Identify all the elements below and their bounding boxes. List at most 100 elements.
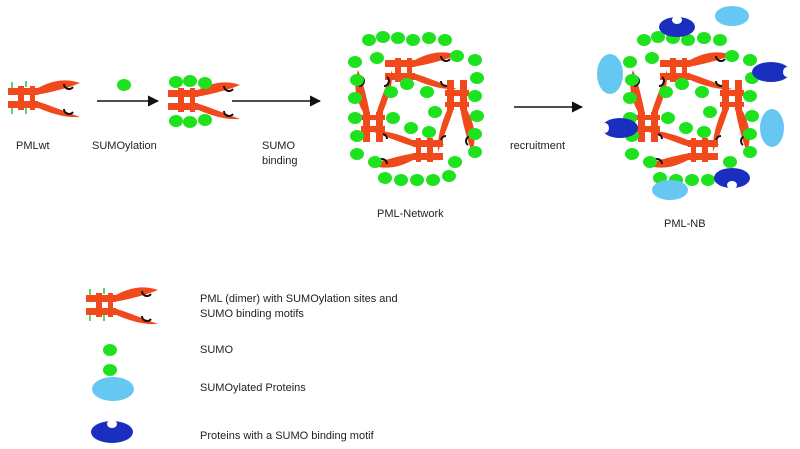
bound-sumo-icon bbox=[651, 31, 665, 43]
bound-sumo-icon bbox=[394, 174, 408, 186]
sumo-binding-motif bbox=[223, 110, 234, 117]
bound-sumo-icon bbox=[450, 50, 464, 62]
step-label-sumo-binding: SUMO binding bbox=[262, 140, 298, 167]
pml-dimer-icon bbox=[86, 287, 158, 325]
sumo-binding-motif bbox=[383, 76, 390, 87]
sumoylated-protein-icon bbox=[597, 54, 623, 94]
pml-dimer-icon bbox=[630, 70, 668, 142]
bound-sumo-icon bbox=[422, 126, 436, 138]
bound-sumo-icon bbox=[426, 174, 440, 186]
sumo-binding-motif bbox=[715, 55, 726, 62]
attached-sumo-icon bbox=[169, 76, 183, 88]
bound-sumo-icon bbox=[625, 74, 639, 86]
sbm-protein-body bbox=[659, 17, 695, 37]
sumo-binding-motif bbox=[223, 85, 234, 92]
bound-sumo-icon bbox=[743, 128, 757, 140]
bound-sumo-icon bbox=[422, 32, 436, 44]
step-label-pml-wt: PMLwt bbox=[16, 140, 50, 152]
sumoylated-pml-dimer-icon bbox=[168, 75, 240, 128]
attached-sumo-icon bbox=[169, 115, 183, 127]
pml-linker bbox=[445, 102, 469, 107]
bound-sumo-icon bbox=[368, 156, 382, 168]
bound-sumo-icon bbox=[468, 54, 482, 66]
sbm-protein-body bbox=[714, 168, 750, 188]
sbm-pocket bbox=[601, 123, 609, 133]
bound-sumo-icon bbox=[697, 32, 711, 44]
pml-linker bbox=[720, 90, 744, 96]
sbm-protein-body bbox=[91, 421, 133, 443]
pml-dimer-icon bbox=[712, 80, 750, 152]
bound-sumo-icon bbox=[659, 86, 673, 98]
pml-linker bbox=[682, 58, 687, 82]
bound-sumo-icon bbox=[697, 126, 711, 138]
pml-dimer-icon bbox=[660, 52, 732, 90]
pml-network-icon bbox=[348, 31, 484, 186]
bound-sumo-icon bbox=[400, 78, 414, 90]
free-sumo-icon bbox=[117, 79, 131, 91]
pml-linker bbox=[407, 58, 412, 82]
pml-tail bbox=[413, 52, 457, 67]
bound-sumo-icon bbox=[637, 34, 651, 46]
bound-sumo-icon bbox=[348, 56, 362, 68]
legend-label-pml-dimer: PML (dimer) with SUMOylation sites and S… bbox=[200, 293, 398, 320]
sumo-binding-motif bbox=[141, 290, 152, 297]
bound-sumo-icon bbox=[376, 31, 390, 43]
bound-sumo-icon bbox=[404, 122, 418, 134]
bound-sumo-icon bbox=[350, 148, 364, 160]
pml-linker bbox=[416, 138, 421, 162]
bound-sumo-icon bbox=[685, 174, 699, 186]
attached-sumo-icon bbox=[198, 77, 212, 89]
bound-sumo-icon bbox=[643, 156, 657, 168]
bound-sumo-icon bbox=[348, 92, 362, 104]
arrow-right-icons bbox=[97, 95, 584, 113]
pml-nb-icon bbox=[597, 6, 791, 200]
pml-linker bbox=[361, 126, 385, 132]
pml-linker bbox=[636, 126, 660, 132]
sumo-binding-motif bbox=[63, 108, 74, 115]
legend-sumo-icon bbox=[103, 364, 117, 376]
bound-sumo-icon bbox=[743, 90, 757, 102]
bound-sumo-icon bbox=[448, 156, 462, 168]
pml-linker bbox=[96, 293, 102, 317]
legend-label-sumoylated-proteins: SUMOylated Proteins bbox=[200, 382, 306, 394]
bound-sumo-icon bbox=[468, 146, 482, 158]
bound-sumo-icon bbox=[442, 170, 456, 182]
pml-linker bbox=[702, 138, 708, 162]
bound-sumo-icon bbox=[701, 174, 715, 186]
pml-linker bbox=[636, 115, 660, 120]
pml-dimer-icon bbox=[8, 80, 80, 118]
pml-tail bbox=[114, 308, 158, 325]
sumo-binding-protein-icon bbox=[714, 168, 750, 189]
sbm-protein-body bbox=[752, 62, 790, 82]
sumo-binding-motif bbox=[658, 76, 665, 87]
bound-sumo-icon bbox=[661, 112, 675, 124]
sumo-binding-protein-icon bbox=[752, 62, 791, 82]
bound-sumo-icon bbox=[703, 106, 717, 118]
sumo-binding-protein-icon bbox=[659, 16, 695, 37]
legend-icons bbox=[86, 287, 158, 443]
pml-linker bbox=[445, 90, 469, 96]
bound-sumo-icon bbox=[725, 50, 739, 62]
pml-linker bbox=[670, 58, 676, 82]
pml-linker bbox=[361, 115, 385, 120]
bound-sumo-icon bbox=[745, 110, 759, 122]
bound-sumo-icon bbox=[348, 112, 362, 124]
bound-sumo-icon bbox=[406, 34, 420, 46]
sumo-binding-motif bbox=[440, 55, 451, 62]
pml-linker bbox=[190, 88, 195, 112]
bound-sumo-icon bbox=[386, 112, 400, 124]
bound-sumo-icon bbox=[623, 56, 637, 68]
pml-tail bbox=[646, 153, 690, 168]
bound-sumo-icon bbox=[410, 174, 424, 186]
bound-sumo-icon bbox=[623, 92, 637, 104]
bound-sumo-icon bbox=[384, 86, 398, 98]
pml-linker bbox=[427, 138, 433, 162]
bound-sumo-icon bbox=[625, 148, 639, 160]
sumo-binding-protein-icon bbox=[91, 420, 133, 443]
sumoylated-protein-icon bbox=[652, 180, 688, 200]
pml-linker bbox=[691, 138, 696, 162]
sbm-pocket bbox=[672, 16, 682, 24]
pml-linker bbox=[18, 86, 24, 110]
